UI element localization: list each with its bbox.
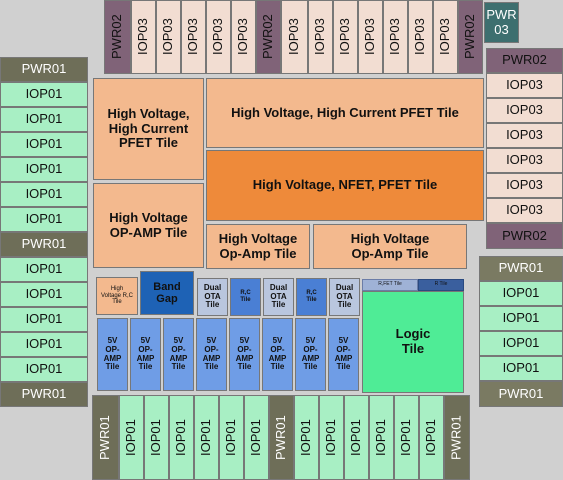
opamp-5v-tile-5: 5V OP- AMP Tile (229, 318, 260, 391)
top-pad-1: PWR02 (104, 0, 131, 74)
bottom-pad-13: IOP01 (394, 395, 419, 480)
hv-hc-pfet-tile-top: High Voltage, High Current PFET Tile (206, 78, 484, 148)
opamp-5v-tile-6: 5V OP- AMP Tile (262, 318, 293, 391)
dual-ota-tile-2: Dual OTA Tile (263, 278, 294, 316)
bottom-pad-8: PWR01 (269, 395, 294, 480)
bottom-pad-14: IOP01 (419, 395, 444, 480)
top-pad-6: IOP03 (231, 0, 256, 74)
rc-tile-1: R,C Tile (230, 278, 261, 316)
right-pad-top-3: IOP03 (486, 98, 563, 123)
bottom-pad-2: IOP01 (119, 395, 144, 480)
top-pad-2: IOP03 (131, 0, 156, 74)
opamp-5v-tile-7: 5V OP- AMP Tile (295, 318, 326, 391)
right-pad-bottom-4: IOP01 (479, 331, 563, 356)
top-pad-3: IOP03 (156, 0, 181, 74)
bottom-pad-1: PWR01 (92, 395, 119, 480)
right-pad-bottom-1: PWR01 (479, 256, 563, 281)
top-pad-9: IOP03 (308, 0, 333, 74)
left-pad-4: IOP01 (0, 132, 88, 157)
logic-tile: Logic Tile (362, 291, 464, 393)
left-pad-12: IOP01 (0, 332, 88, 357)
top-pad-14: IOP03 (433, 0, 458, 74)
right-pad-bottom-5: IOP01 (479, 356, 563, 381)
hv-nfet-pfet-tile: High Voltage, NFET, PFET Tile (206, 150, 484, 221)
left-pad-1: PWR01 (0, 57, 88, 82)
top-pad-4: IOP03 (181, 0, 206, 74)
right-pad-top-8: PWR02 (486, 223, 563, 249)
bottom-pad-9: IOP01 (294, 395, 319, 480)
left-pad-14: PWR01 (0, 382, 88, 407)
top-pad-8: IOP03 (281, 0, 308, 74)
left-pad-5: IOP01 (0, 157, 88, 182)
opamp-5v-tile-8: 5V OP- AMP Tile (328, 318, 359, 391)
opamp-5v-tile-2: 5V OP- AMP Tile (130, 318, 161, 391)
right-pad-top-6: IOP03 (486, 173, 563, 198)
right-pad-bottom-2: IOP01 (479, 281, 563, 306)
rfet-tile: R,FET Tile (362, 279, 418, 291)
top-pad-15: PWR02 (458, 0, 483, 74)
top-pad-10: IOP03 (333, 0, 358, 74)
left-pad-2: IOP01 (0, 82, 88, 107)
bottom-pad-15: PWR01 (444, 395, 470, 480)
hv-hc-pfet-tile-left: High Voltage, High Current PFET Tile (93, 78, 204, 180)
top-pad-11: IOP03 (358, 0, 383, 74)
top-pad-12: IOP03 (383, 0, 408, 74)
right-pad-top-4: IOP03 (486, 123, 563, 148)
opamp-5v-tile-3: 5V OP- AMP Tile (163, 318, 194, 391)
left-pad-8: PWR01 (0, 232, 88, 257)
left-pad-3: IOP01 (0, 107, 88, 132)
bottom-pad-6: IOP01 (219, 395, 244, 480)
hv-opamp-tile-left: High Voltage OP-AMP Tile (93, 183, 204, 268)
top-pad-7: PWR02 (256, 0, 281, 74)
top-right-corner-pad: PWR 03 (484, 2, 519, 43)
bottom-pad-12: IOP01 (369, 395, 394, 480)
bottom-pad-3: IOP01 (144, 395, 169, 480)
left-pad-10: IOP01 (0, 282, 88, 307)
dual-ota-tile-1: Dual OTA Tile (197, 278, 228, 316)
opamp-5v-tile-1: 5V OP- AMP Tile (97, 318, 128, 391)
left-pad-11: IOP01 (0, 307, 88, 332)
band-gap-tile: Band Gap (140, 271, 194, 315)
bottom-pad-5: IOP01 (194, 395, 219, 480)
hv-opamp-tile-mid: High Voltage Op-Amp Tile (206, 224, 310, 269)
right-pad-top-1: PWR02 (486, 48, 563, 73)
bottom-pad-11: IOP01 (344, 395, 369, 480)
top-pad-13: IOP03 (408, 0, 433, 74)
left-pad-6: IOP01 (0, 182, 88, 207)
hv-rc-tile: High Voltage R,C Tile (96, 277, 138, 315)
hv-opamp-tile-right: High Voltage Op-Amp Tile (313, 224, 467, 269)
bottom-pad-7: IOP01 (244, 395, 269, 480)
r-tile: R Tile (418, 279, 464, 291)
left-pad-7: IOP01 (0, 207, 88, 232)
bottom-pad-4: IOP01 (169, 395, 194, 480)
rc-tile-2: R,C Tile (296, 278, 327, 316)
dual-ota-tile-3: Dual OTA Tile (329, 278, 360, 316)
top-pad-5: IOP03 (206, 0, 231, 74)
right-pad-top-2: IOP03 (486, 73, 563, 98)
right-pad-bottom-6: PWR01 (479, 381, 563, 407)
right-pad-top-5: IOP03 (486, 148, 563, 173)
right-pad-bottom-3: IOP01 (479, 306, 563, 331)
left-pad-9: IOP01 (0, 257, 88, 282)
right-pad-top-7: IOP03 (486, 198, 563, 223)
left-pad-13: IOP01 (0, 357, 88, 382)
bottom-pad-10: IOP01 (319, 395, 344, 480)
opamp-5v-tile-4: 5V OP- AMP Tile (196, 318, 227, 391)
